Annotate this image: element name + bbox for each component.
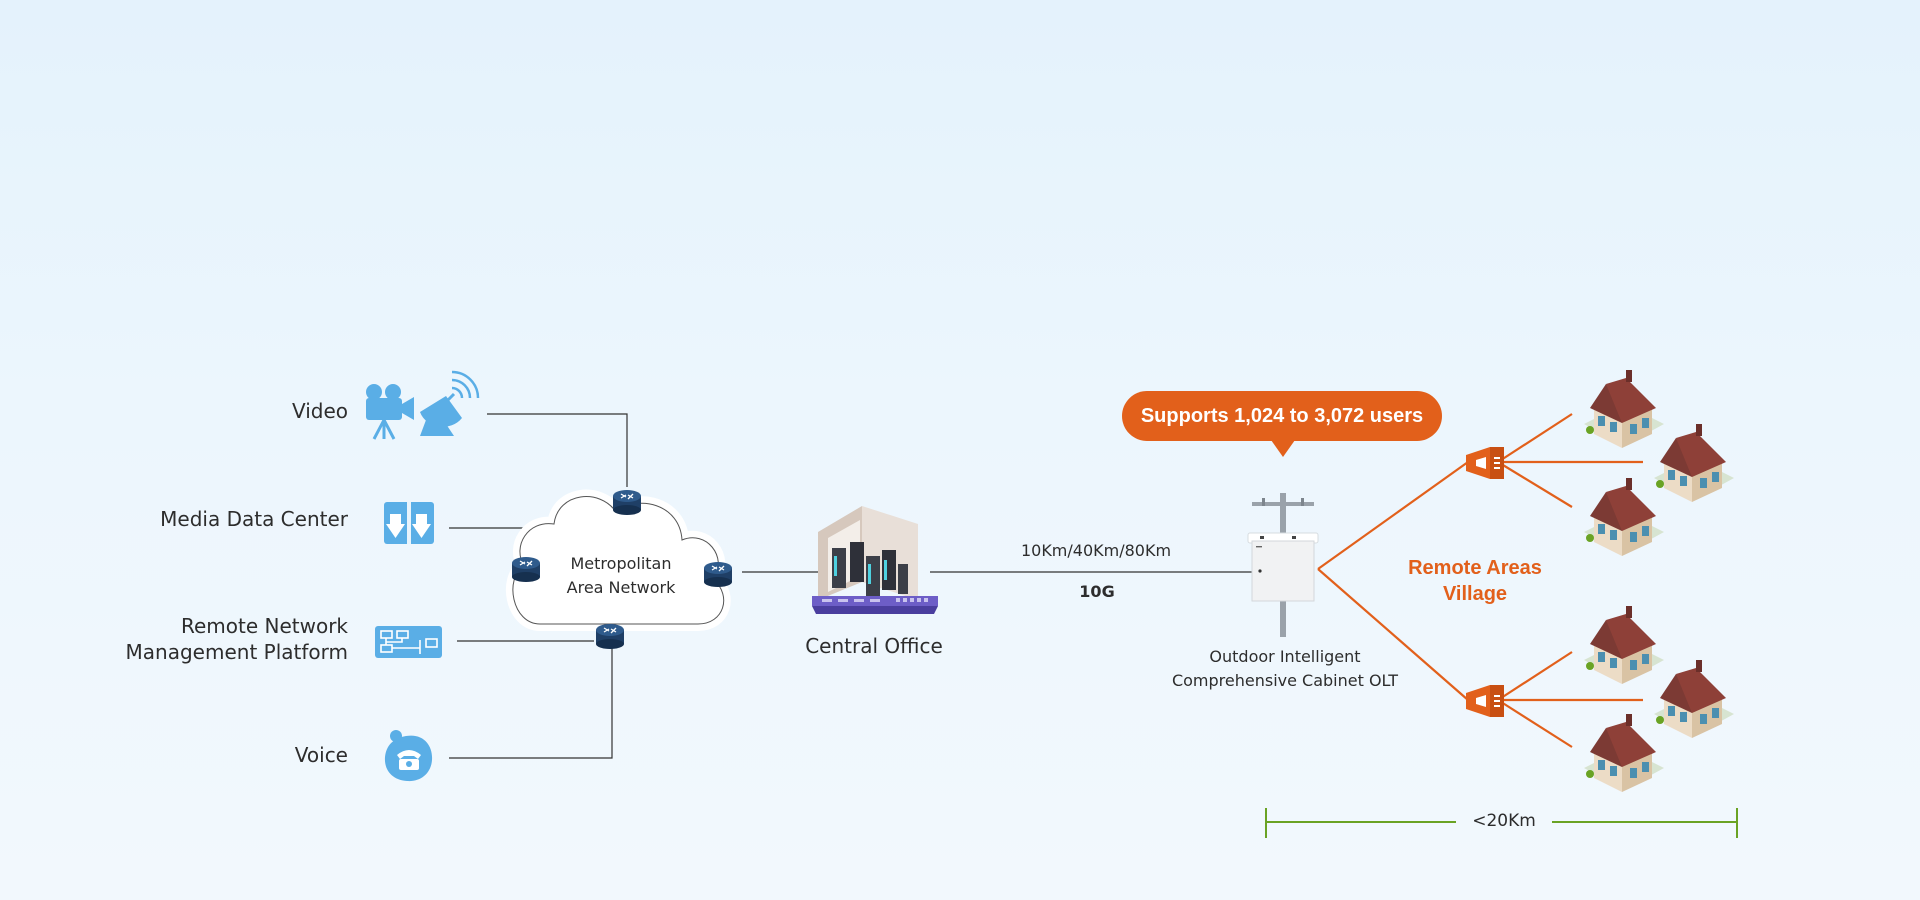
router-icon bbox=[703, 561, 733, 588]
label-video: Video bbox=[291, 399, 348, 423]
house-icon bbox=[1654, 660, 1734, 738]
range-label: <20Km bbox=[1472, 811, 1536, 831]
range-indicator bbox=[1265, 808, 1738, 838]
olt-to-splitter-bottom bbox=[1317, 568, 1469, 701]
house-icon bbox=[1584, 370, 1664, 448]
village-label-line1: Remote Areas bbox=[1408, 557, 1542, 579]
label-remote-platform: Remote Network Management Platform bbox=[100, 613, 348, 665]
callout-tail bbox=[1271, 440, 1295, 457]
village-label-line2: Village bbox=[1442, 583, 1508, 605]
central-office-label: Central Office bbox=[805, 634, 943, 658]
house-icon bbox=[1584, 478, 1664, 556]
network-management-icon bbox=[375, 626, 442, 658]
voice-link bbox=[449, 648, 613, 759]
olt-label-line2: Comprehensive Cabinet OLT bbox=[1171, 671, 1399, 690]
central-office-icon bbox=[812, 506, 938, 614]
users-callout: Supports 1,024 to 3,072 users bbox=[1122, 391, 1442, 441]
optical-splitter-icon bbox=[1466, 447, 1504, 479]
satellite-dish-icon bbox=[420, 370, 480, 436]
telephone-icon bbox=[384, 730, 433, 782]
metro-label-line2: Area Network bbox=[566, 578, 676, 597]
village-label: Remote Areas Village bbox=[1380, 555, 1570, 607]
link-speed-label: 10G bbox=[1079, 582, 1115, 601]
metro-label-line1: Metropolitan bbox=[570, 554, 672, 573]
video-link bbox=[487, 413, 628, 487]
optical-splitter-icon bbox=[1466, 685, 1504, 717]
olt-to-splitter-top bbox=[1317, 461, 1469, 570]
router-icon bbox=[612, 489, 642, 516]
link-distance-label: 10Km/40Km/80Km bbox=[1020, 541, 1172, 560]
outdoor-olt-cabinet-icon bbox=[1247, 493, 1319, 637]
house-icon bbox=[1584, 714, 1664, 792]
video-camera-icon bbox=[366, 384, 414, 440]
label-remote-line2: Management Platform bbox=[125, 640, 348, 664]
media-data-center-icon bbox=[384, 502, 434, 544]
olt-label-line1: Outdoor Intelligent bbox=[1209, 647, 1361, 666]
metro-label: Metropolitan Area Network bbox=[548, 552, 694, 600]
house-icon bbox=[1654, 424, 1734, 502]
label-media-data-center: Media Data Center bbox=[160, 507, 348, 531]
label-voice: Voice bbox=[294, 743, 348, 767]
label-remote-line1: Remote Network bbox=[180, 614, 348, 638]
router-icon bbox=[595, 623, 625, 650]
house-icon bbox=[1584, 606, 1664, 684]
router-icon bbox=[511, 556, 541, 583]
olt-label: Outdoor Intelligent Comprehensive Cabine… bbox=[1150, 645, 1420, 693]
